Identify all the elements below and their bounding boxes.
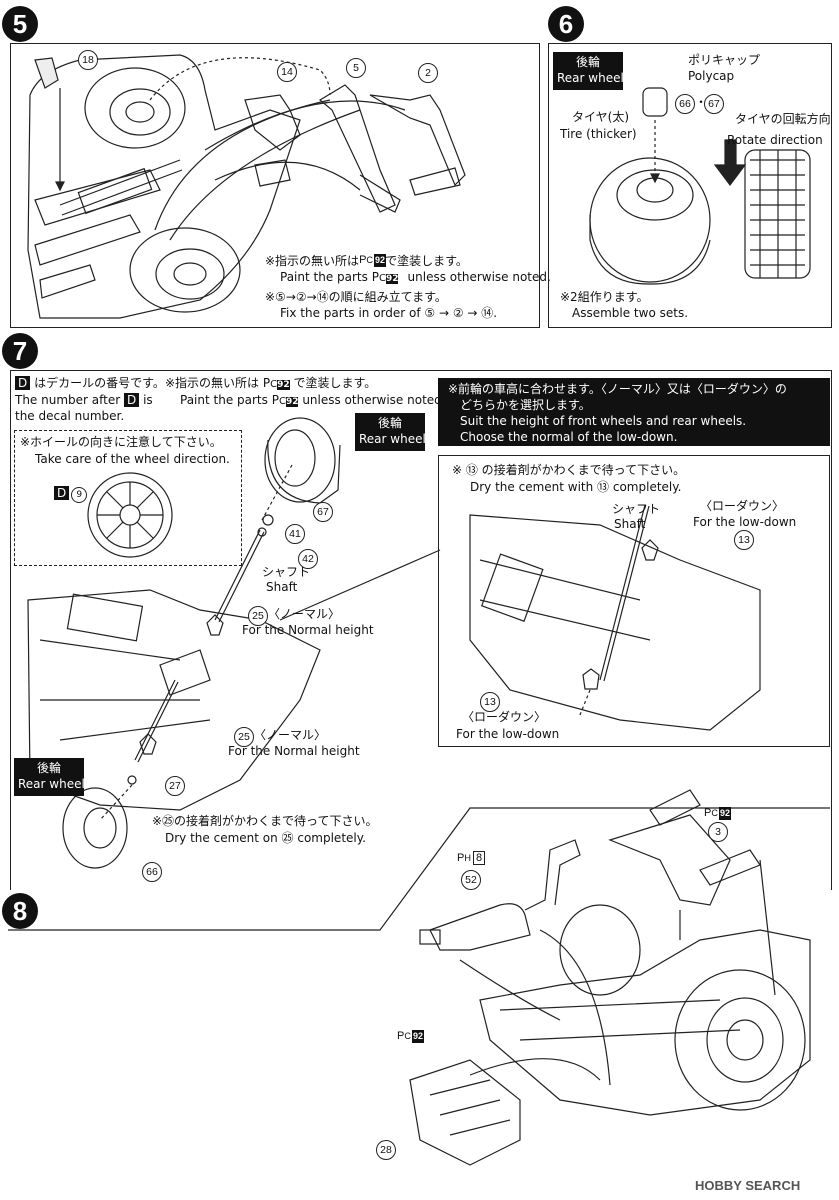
part-callout-41: 41: [285, 524, 305, 544]
step-number-6: 6: [548, 6, 584, 42]
step-number-5: 5: [2, 6, 38, 42]
step6-sets-en: Assemble two sets.: [572, 306, 689, 320]
detail-shaft-en: Shaft: [614, 517, 646, 531]
part-callout-5: 5: [346, 58, 366, 78]
part-callout-25b: 25: [234, 727, 254, 747]
normal-label-b-en: For the Normal height: [228, 744, 360, 758]
normal-label-a-jp: 〈ノーマル〉: [268, 607, 341, 621]
rotate-direction-en: Rotate direction: [727, 133, 823, 147]
part-callout-27: 27: [165, 776, 185, 796]
cement-note-jp: ※㉕の接着剤がかわくまで待って下さい。: [152, 814, 378, 828]
wheel-direction-en: Take care of the wheel direction.: [35, 452, 230, 466]
polycap-label-jp: ポリキャップ: [688, 53, 761, 67]
part-callout-52: 52: [461, 870, 481, 890]
decal-note-en2: the decal number.: [15, 409, 125, 423]
part-callout-2: 2: [418, 63, 438, 83]
part-callout-14: 14: [277, 62, 297, 82]
part-callout-66b: 66: [142, 862, 162, 882]
part-callout-67b: 67: [313, 502, 333, 522]
part-callout-18: 18: [78, 50, 98, 70]
step7-paint-en: Paint the parts PC92 unless otherwise no…: [180, 393, 446, 407]
step-number-8: 8: [2, 893, 38, 929]
step-number-7: 7: [2, 333, 38, 369]
detail-cement-jp: ※ ⑬ の接着剤がかわくまで待って下さい。: [452, 463, 686, 477]
part-callout-3: 3: [708, 822, 728, 842]
step5-panel: [10, 43, 540, 328]
part-callout-28: 28: [376, 1140, 396, 1160]
decal-note-jp: D はデカールの番号です。: [15, 376, 165, 391]
decal-badge: D: [15, 376, 31, 390]
part-callout-66: 66: [675, 94, 695, 114]
hobby-search-watermark: HOBBY SEARCH: [695, 1178, 801, 1193]
part-callout-13b: 13: [480, 692, 500, 712]
height-select-box: ※前輪の車高に合わせます。〈ノーマル〉又は〈ローダウン〉の どちらかを選択します…: [438, 378, 830, 446]
part-callout-42: 42: [298, 549, 318, 569]
polycap-label-en: Polycap: [688, 69, 735, 83]
part-callout-67: 67: [704, 94, 724, 114]
step5-note2-jp: ※⑤→②→⑭の順に組み立てます。: [265, 290, 447, 304]
step7-panel: [10, 370, 832, 890]
part-callout-13a: 13: [734, 530, 754, 550]
lowdown-b-en: For the low-down: [456, 727, 560, 741]
tire-label-en: Tire (thicker): [560, 127, 637, 141]
height-detail-box: [438, 455, 830, 747]
step7-paint-jp: ※指示の無い所は PC92 で塗装します。: [165, 376, 377, 390]
decal-note-en1: The number after D is: [15, 393, 153, 407]
lowdown-b-jp: 〈ローダウン〉: [462, 710, 547, 724]
wheel-direction-jp: ※ホイールの向きに注意して下さい。: [20, 435, 222, 449]
normal-label-b-jp: 〈ノーマル〉: [254, 728, 327, 742]
lowdown-a-jp: 〈ローダウン〉: [700, 499, 785, 513]
step5-note1-en: Paint the parts PC92 unless otherwise no…: [280, 270, 551, 284]
detail-shaft-jp: シャフト: [612, 502, 661, 516]
shaft-label-jp: シャフト: [262, 565, 311, 579]
detail-cement-en: Dry the cement with ⑬ completely.: [470, 480, 682, 494]
lowdown-a-en: For the low-down: [693, 515, 797, 529]
rotate-direction-jp: タイヤの回転方向: [735, 112, 831, 126]
step6-panel: [548, 43, 832, 328]
cement-note-en: Dry the cement on ㉕ completely.: [165, 831, 366, 845]
step5-note2-en: Fix the parts in order of ⑤ → ② → ⑭.: [280, 306, 498, 320]
tire-label-jp: タイヤ(太): [572, 110, 630, 124]
wheel-direction-box: [14, 430, 242, 566]
part-callout-25a: 25: [248, 606, 268, 626]
normal-label-a-en: For the Normal height: [242, 623, 374, 637]
step6-sets-jp: ※2組作ります。: [560, 290, 649, 304]
shaft-label-en: Shaft: [266, 580, 298, 594]
